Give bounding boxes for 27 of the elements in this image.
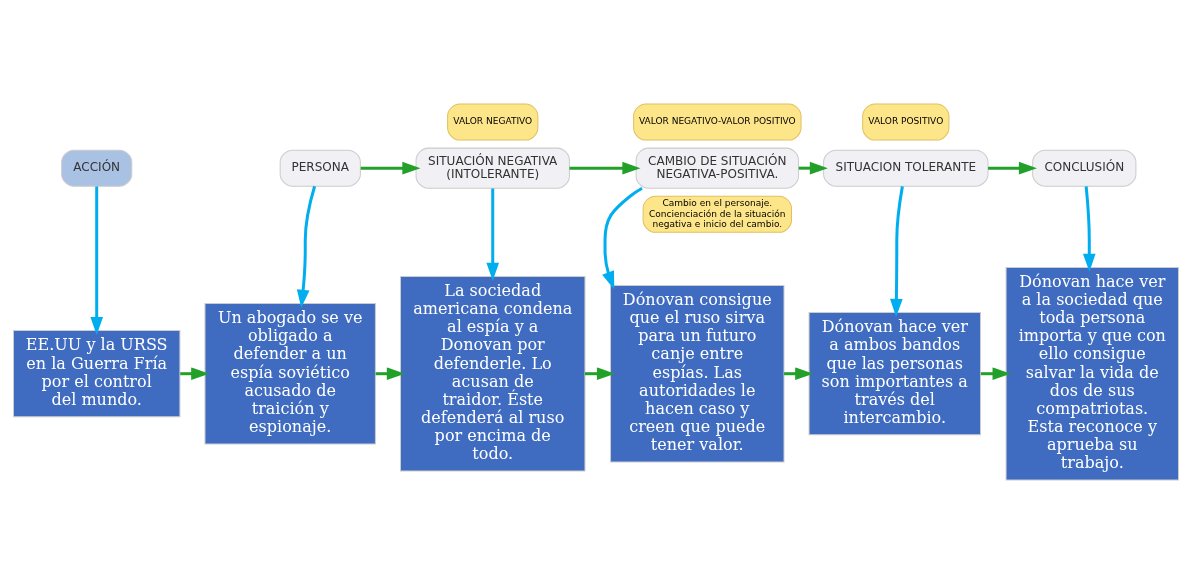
arrow [1082, 185, 1096, 272]
arrow [360, 161, 421, 174]
node-label: VALOR POSITIVO [868, 115, 944, 126]
node-box: La sociedad americana condena al espía y a Donovan por defenderle. Lo acusan de traidor. Éste defenderá al ruso por encima de todo. [400, 275, 586, 471]
arrow [988, 161, 1037, 174]
node-box: EE.UU y la URSS en la Guerra Fría por el control del mundo. [13, 329, 181, 417]
arrow [585, 366, 615, 380]
arrow [569, 161, 641, 174]
node-label: Cambio en el personaje. Concienciación de la situación negativa e inicio del cambio. [649, 197, 786, 229]
node-box: Un abogado se ve obligado a defender a un espía soviético acusado de traición y espionaje. [204, 302, 376, 444]
node-label: VALOR NEGATIVO-VALOR POSITIVO [638, 115, 796, 126]
node-box: Dónovan hace ver a la sociedad que toda persona importa y que con ello consigue salvar la vida de dos de sus compatriotas. Esta reconoce y aprueba su trabajo. [1005, 266, 1179, 480]
arrow [602, 186, 643, 289]
arrow [486, 188, 500, 281]
arrow [890, 185, 904, 317]
node-box: CAMBIO DE SITUACIÓN NEGATIVA-POSITIVA. [635, 147, 800, 189]
arrow [980, 366, 1011, 380]
node-box: ACCIÓN [61, 149, 133, 187]
node-label: VALOR NEGATIVO [453, 115, 533, 126]
arrow [90, 185, 104, 335]
arrow [296, 185, 317, 308]
node-box: SITUACION TOLERANTE [823, 149, 989, 187]
node-box: CONCLUSIÓN [1032, 149, 1137, 187]
node-box: Dónovan hace ver a ambos bandos que las personas son importantes a través del intercambio. [808, 311, 981, 435]
node-box: Dónovan consigue que el ruso sirva para un futuro canje entre espías. Las autoridades le hacen caso y creen que puede tener valor. [610, 284, 785, 462]
node-box: SITUACIÓN NEGATIVA (INTOLERANTE) [415, 147, 570, 189]
node-box: PERSONA [279, 149, 361, 187]
